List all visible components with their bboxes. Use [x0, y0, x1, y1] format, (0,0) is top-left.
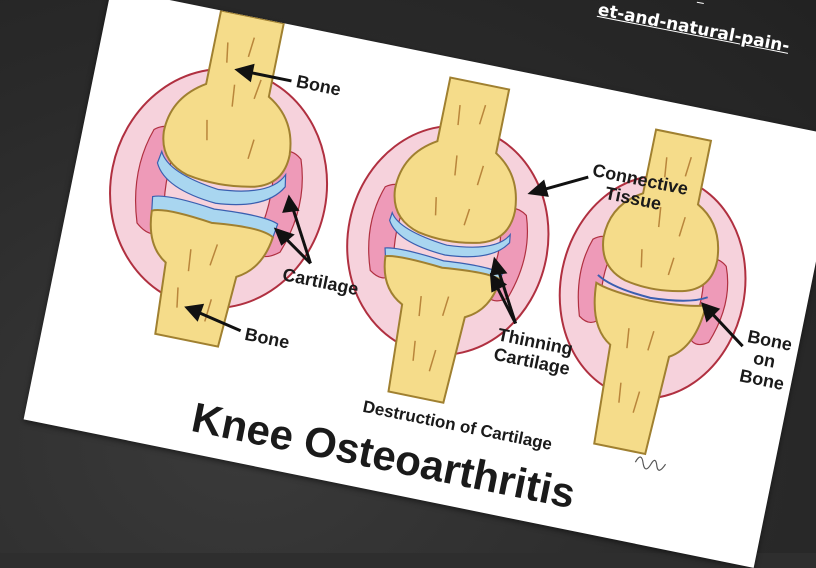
arrow-connective: [542, 168, 589, 198]
label-bone-bottom: Bone: [243, 324, 291, 353]
label-bob-bone-2: Bone: [738, 365, 786, 394]
artist-signature: [634, 456, 666, 472]
label-bone-top: Bone: [295, 71, 343, 100]
knee-bone-on-bone: [530, 117, 774, 467]
knee-healthy: [82, 0, 359, 362]
